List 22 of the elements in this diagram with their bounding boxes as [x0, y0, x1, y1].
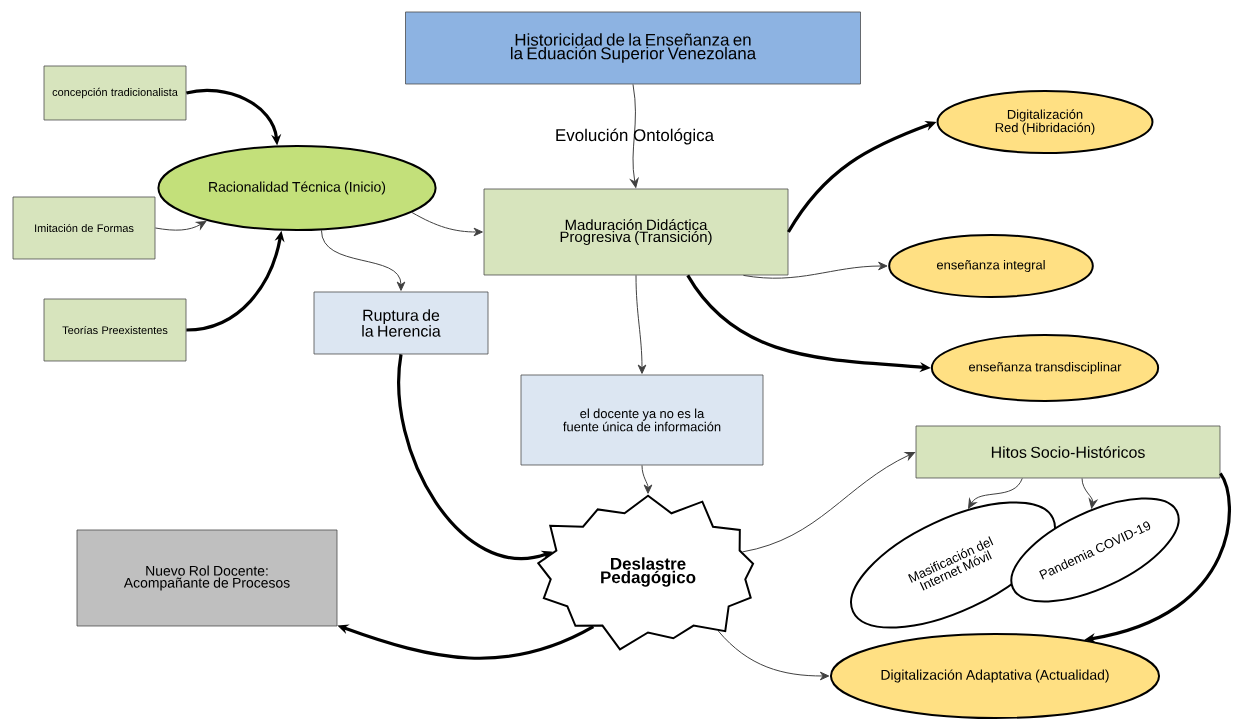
- arrow: [320, 229, 406, 291]
- concept-box: Nuevo Rol Docente: Acompañante de Procesos: [76, 529, 338, 627]
- starburst-node: Deslastre Pedagógico: [536, 494, 755, 651]
- concept-box: concepción tradicionalista: [43, 65, 187, 121]
- concept-box: Ruptura de la Herencia: [313, 291, 489, 355]
- arrow: [630, 83, 639, 188]
- concept-box: Hitos Socio-Históricos: [915, 425, 1221, 479]
- edge-label: Evolución Ontológica: [556, 128, 714, 145]
- concept-box: Maduración Didáctica Progresiva (Transición): [483, 188, 789, 276]
- arrow: [154, 220, 207, 231]
- arrow: [635, 274, 647, 374]
- concept-box: el docente ya no es la fuente única de información: [520, 374, 764, 466]
- arrow: [968, 477, 1023, 509]
- arrow: [1081, 477, 1098, 509]
- title-box: Historicidad de la Enseñanza en la Eduación Superior Venezolana: [405, 11, 861, 85]
- arrow: [717, 630, 830, 681]
- arrow: [411, 211, 483, 237]
- arrow: [742, 261, 888, 279]
- concept-box: Teorías Preexistentes: [43, 298, 187, 362]
- arrow: [741, 452, 915, 553]
- arrow: [641, 464, 653, 494]
- concept-box: Imitación de Formas: [12, 196, 156, 260]
